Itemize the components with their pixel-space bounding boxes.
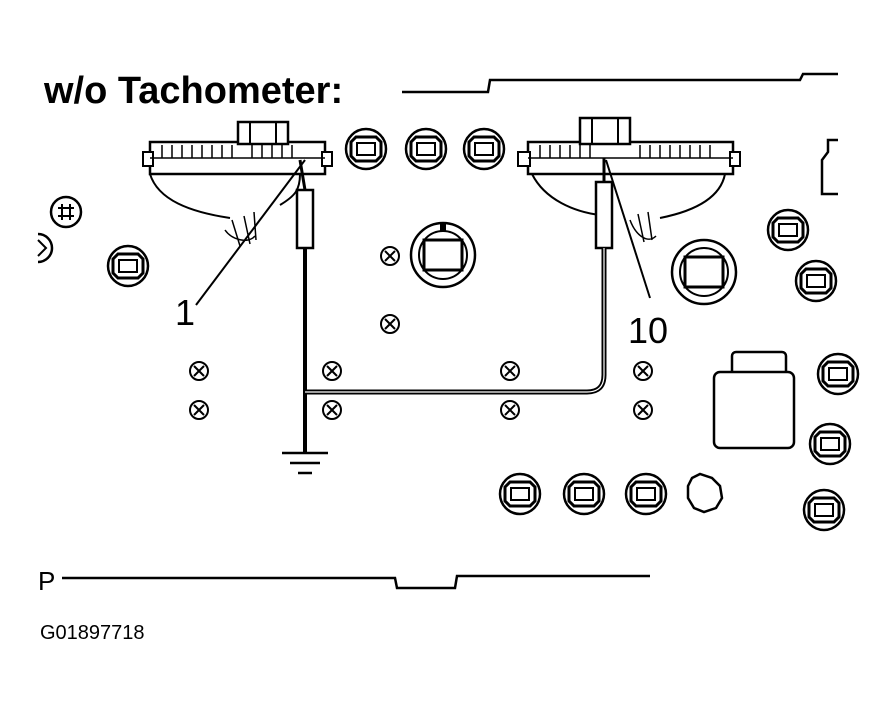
callout-10: 10 — [628, 310, 669, 351]
round-fitting — [686, 472, 724, 514]
relay-block — [712, 350, 796, 450]
leader-line-1 — [195, 159, 306, 306]
board-outline-top — [402, 72, 838, 94]
large-socket-center — [409, 221, 477, 289]
leader-line-10 — [605, 159, 651, 299]
callout-1: 1 — [175, 292, 196, 333]
bulb-sockets — [106, 127, 860, 532]
top-right-clip — [820, 138, 838, 196]
large-socket-right — [670, 238, 738, 306]
edge-components-left — [37, 195, 83, 264]
board-outline-bottom — [62, 574, 650, 590]
right-connector — [517, 116, 741, 250]
edge-label-p: P — [38, 566, 56, 596]
figure-id: G01897718 — [40, 622, 145, 644]
left-connector — [142, 120, 333, 250]
ground-symbol — [282, 451, 328, 475]
diagram-title: w/o Tachometer: — [44, 70, 344, 112]
